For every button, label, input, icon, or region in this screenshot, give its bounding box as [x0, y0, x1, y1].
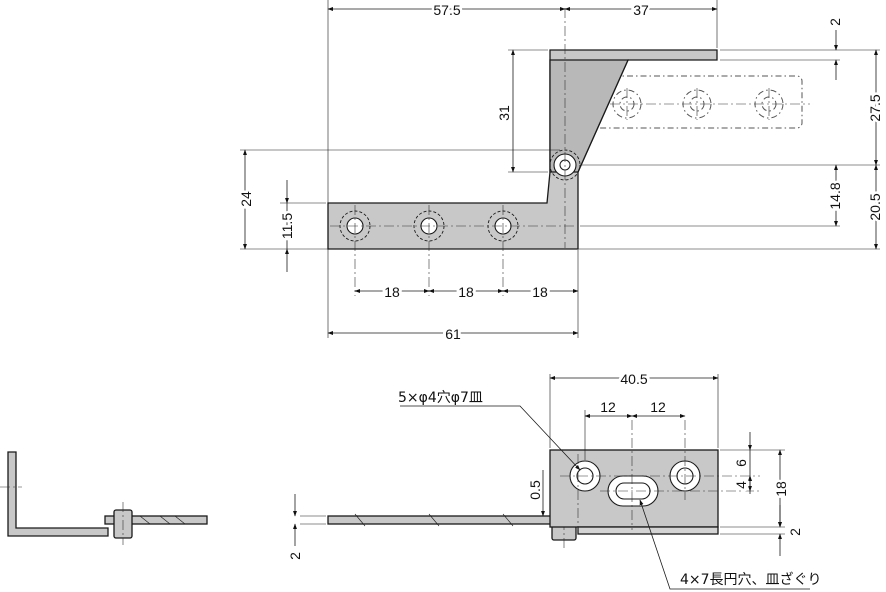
- dim-31: 31: [496, 105, 512, 121]
- dim-12-a: 12: [600, 399, 616, 415]
- leaf-view: 40.5 12 12 6 4 18 2 5×φ4穴φ7皿 4×7長円穴、皿ざぐり: [398, 368, 822, 590]
- dim-pitch-1: 18: [384, 284, 400, 300]
- dim-4: 4: [733, 481, 749, 489]
- dim-6: 6: [733, 459, 749, 467]
- dim-27-5: 27.5: [867, 94, 883, 121]
- dim-overall-61: 61: [445, 326, 461, 342]
- dim-2-left: 2: [287, 552, 303, 560]
- side-view-folded: [0, 451, 208, 545]
- dim-37: 37: [633, 2, 649, 18]
- note-countersunk-holes: 5×φ4穴φ7皿: [398, 390, 483, 406]
- dim-11-5: 11.5: [279, 213, 295, 239]
- ghost-leaf-outline: [567, 75, 803, 129]
- side-view-open: 2 0.5: [287, 470, 577, 560]
- dim-12-b: 12: [650, 399, 666, 415]
- dim-20-5: 20.5: [867, 193, 883, 220]
- dim-18: 18: [773, 481, 789, 497]
- front-view: 57.5 37 31 2 14.8 27.5 20.5 24 11.5 18 1…: [236, 0, 886, 345]
- dim-2-top: 2: [827, 18, 843, 26]
- dim-57-5: 57.5: [433, 2, 460, 18]
- dim-14-8: 14.8: [827, 182, 843, 209]
- dim-2-right: 2: [787, 528, 803, 536]
- note-slot-hole: 4×7長円穴、皿ざぐり: [680, 571, 822, 588]
- hinge-part-silhouette: [327, 49, 718, 250]
- dim-pitch-2: 18: [458, 284, 474, 300]
- dim-pitch-3: 18: [532, 284, 548, 300]
- dim-40-5: 40.5: [620, 371, 647, 387]
- dim-0-5: 0.5: [527, 480, 543, 500]
- dim-24: 24: [238, 191, 254, 207]
